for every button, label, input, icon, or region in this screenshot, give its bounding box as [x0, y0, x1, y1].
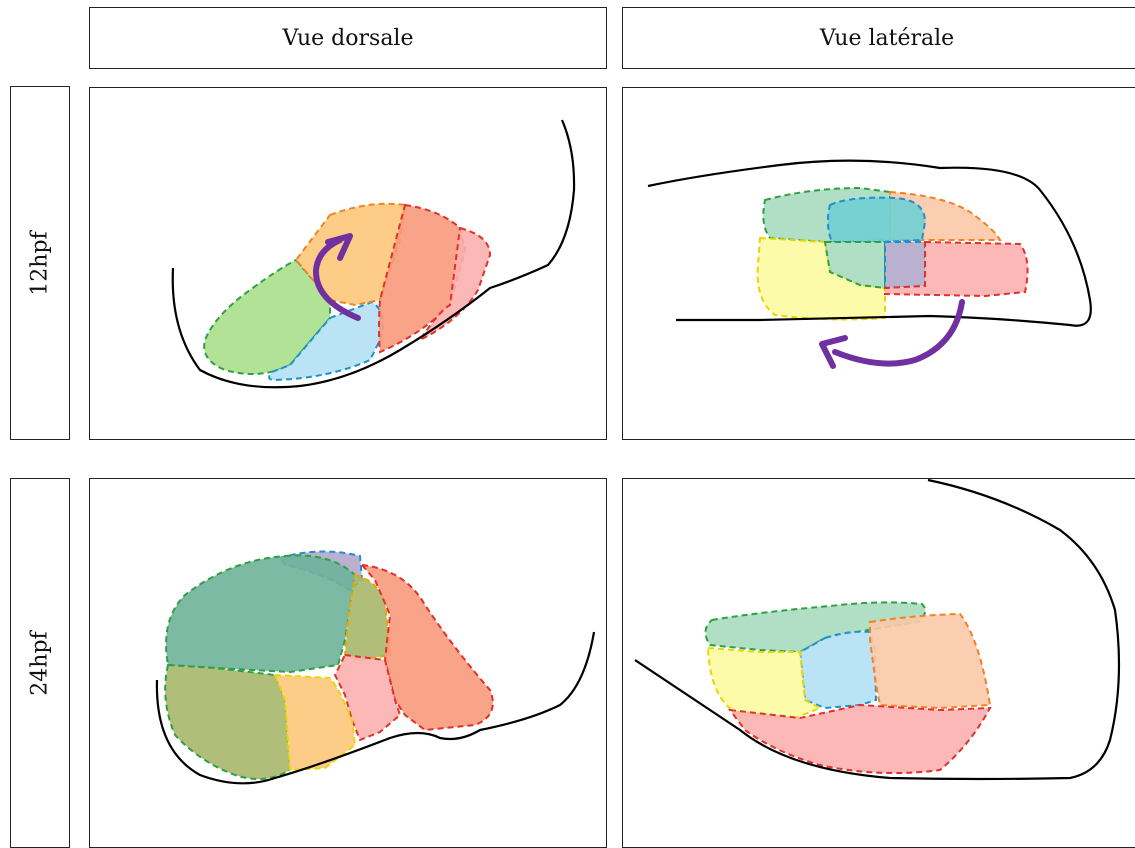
embryo-outline-12hpf-dorsal — [171, 119, 576, 389]
region-green-olive — [164, 663, 292, 780]
embryo-outline-12hpf-lateral — [647, 159, 1092, 327]
embryo-outline-24hpf-lateral — [634, 478, 1121, 781]
dorsal-12hpf-regions — [203, 202, 492, 382]
row-header-24hpf: 24hpf — [10, 478, 70, 848]
region-lavender — [884, 241, 926, 290]
lateral-24hpf-regions — [704, 601, 992, 775]
region-cyan — [826, 196, 927, 243]
column-header-dorsal: Vue dorsale — [89, 7, 607, 69]
column-header-dorsal-label: Vue dorsale — [282, 25, 414, 51]
row-header-12hpf: 12hpf — [10, 86, 70, 440]
region-red-lateral — [884, 240, 1029, 298]
region-cyan-mid — [798, 630, 878, 710]
region-orange — [294, 202, 407, 307]
dorsal-24hpf-regions — [164, 550, 494, 780]
embryo-drawings — [155, 119, 1121, 785]
region-pink-mid — [333, 653, 402, 742]
region-orange-mid — [273, 673, 357, 772]
rotation-arrow-lateral — [819, 299, 965, 369]
region-teal — [165, 554, 357, 674]
region-mint-top — [704, 601, 927, 654]
region-peach-right — [869, 612, 992, 710]
column-header-lateral-label: Vue latérale — [819, 25, 955, 51]
rotation-arrow-dorsal — [312, 233, 361, 321]
region-red-bottom — [727, 703, 992, 775]
region-red — [378, 203, 467, 354]
region-pink — [417, 226, 492, 343]
region-red-big — [359, 563, 494, 732]
embryo-outline-24hpf-dorsal — [155, 631, 596, 785]
region-yellow-left — [706, 646, 823, 720]
region-green — [203, 258, 331, 375]
lateral-12hpf-regions — [756, 186, 1029, 321]
region-yellow — [756, 236, 886, 321]
column-header-lateral: Vue latérale — [622, 7, 1135, 69]
region-mint-lower — [823, 241, 886, 290]
